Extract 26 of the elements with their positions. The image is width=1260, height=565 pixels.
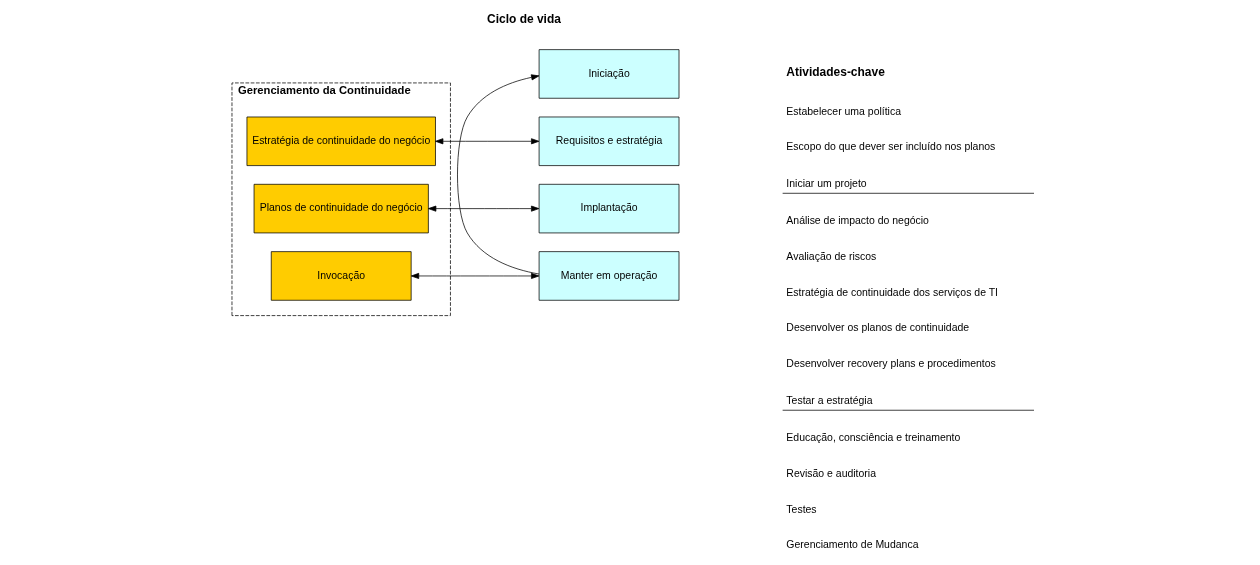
label: Iniciar um projeto — [786, 178, 867, 190]
label: Desenvolver recovery plans e procedimentos — [786, 358, 996, 370]
arrow — [435, 138, 540, 145]
label: Estratégia de continuidade dos serviços de TI — [786, 286, 999, 298]
label: Revisão e auditoria — [786, 467, 876, 479]
arrow — [457, 74, 540, 275]
arrow — [428, 205, 540, 212]
label: Testes — [786, 503, 817, 515]
node-box: Implantação — [538, 183, 680, 234]
label: Ciclo de vida — [487, 11, 561, 26]
node-box: Iniciação — [538, 49, 680, 99]
node-box: Requisitos e estratégia — [538, 116, 680, 166]
label: Avaliação de riscos — [786, 250, 877, 262]
arrow — [410, 272, 540, 279]
label: Atividades-chave — [786, 65, 885, 80]
node-box: Invocação — [270, 251, 412, 301]
label: Gerenciamento de Mudanca — [786, 539, 919, 551]
label: Análise de impacto do negócio — [786, 214, 929, 226]
label: Estabelecer uma política — [786, 105, 902, 117]
label: Escopo do que dever ser incluído nos planos — [786, 141, 996, 153]
node-box: Estratégia de continuidade do negócio — [246, 116, 436, 166]
node-box: Manter em operação — [538, 251, 680, 301]
label: Educação, consciência e treinamento — [786, 431, 961, 443]
node-box: Planos de continuidade do negócio — [253, 183, 429, 234]
label: Testar a estratégia — [786, 395, 873, 407]
label: Desenvolver os planos de continuidade — [786, 322, 970, 334]
